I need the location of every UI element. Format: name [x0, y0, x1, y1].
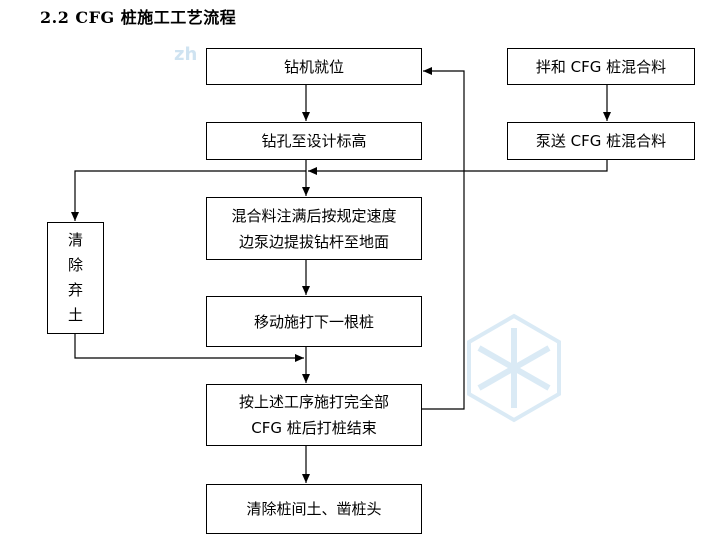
node-drill-position-label: 钻机就位 [283, 57, 344, 76]
arrow-to-clear-soil [71, 170, 306, 221]
watermark-text: zh [174, 44, 198, 65]
arrow-pump-to-pour [308, 160, 608, 175]
node-pump-material: 泵送 CFG 桩混合料 [507, 122, 695, 160]
node-clean-pile-heads-label: 清除桩间土、凿桩头 [246, 500, 382, 518]
node-pump-material-label: 泵送 CFG 桩混合料 [535, 132, 667, 150]
arrow-clear-soil-to-finish [74, 334, 304, 362]
page-title: 2.2 CFG 桩施工工艺流程 [40, 8, 237, 27]
arrow-loop-back [421, 67, 465, 410]
node-pour-and-lift: 混合料注满后按规定速度 边泵边提拔钻杆至地面 [206, 197, 422, 260]
node-pour-line2: 边泵边提拔钻杆至地面 [238, 232, 389, 251]
node-finish-line2: CFG 桩后打桩结束 [251, 419, 377, 437]
node-drill-position: 钻机就位 [206, 48, 422, 85]
node-finish-line1: 按上述工序施打完全部 [238, 393, 389, 411]
node-drill-to-elevation: 钻孔至设计标高 [206, 122, 422, 160]
node-mix-material: 拌和 CFG 桩混合料 [507, 48, 695, 85]
node-move-next: 移动施打下一根桩 [206, 296, 422, 347]
node-clear-soil: 清 除 弃 土 [47, 222, 104, 334]
node-clean-pile-heads: 清除桩间土、凿桩头 [206, 484, 422, 534]
clear-soil-char-1: 清 [67, 231, 83, 249]
clear-soil-char-2: 除 [67, 256, 83, 274]
node-move-next-label: 移动施打下一根桩 [253, 312, 374, 331]
clear-soil-char-4: 土 [67, 306, 83, 324]
node-mix-material-label: 拌和 CFG 桩混合料 [535, 57, 667, 76]
clear-soil-char-3: 弃 [67, 281, 83, 299]
node-pour-line1: 混合料注满后按规定速度 [231, 206, 397, 225]
node-finish-piling: 按上述工序施打完全部 CFG 桩后打桩结束 [206, 384, 422, 446]
node-drill-to-elevation-label: 钻孔至设计标高 [261, 132, 367, 150]
